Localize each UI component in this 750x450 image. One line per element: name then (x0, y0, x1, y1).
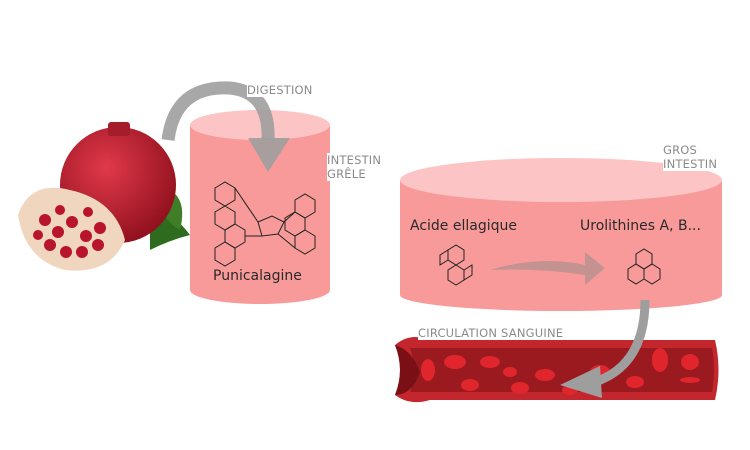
circulation-label: CIRCULATION SANGUINE (418, 326, 564, 340)
small-intestine-label-line2: GRÊLE (327, 167, 366, 181)
digestion-arrow (161, 81, 290, 172)
punicalagin-label: Punicalagine (213, 268, 302, 284)
ellagic-acid-label: Acide ellagique (410, 218, 517, 234)
large-intestine-cylinder (400, 158, 722, 311)
small-intestine-label-line1: INTESTIN (327, 153, 382, 167)
digestion-label: DIGESTION (247, 83, 313, 97)
small-intestine-label: INTESTIN GRÊLE (327, 153, 382, 181)
red-blood-cells (421, 348, 700, 395)
large-intestine-label-line1: GROS (663, 143, 698, 157)
urolithin-molecule (627, 248, 661, 285)
absorption-arrow (560, 299, 650, 398)
punicalagin-molecule (214, 181, 316, 267)
ellagic-acid-molecule (439, 244, 473, 286)
small-intestine-cylinder (190, 110, 330, 304)
pomegranate-image (18, 122, 190, 271)
conversion-arrow (490, 252, 605, 285)
large-intestine-label-line2: INTESTIN (663, 157, 718, 171)
large-intestine-label: GROS INTESTIN (663, 143, 718, 171)
blood-vessel (395, 336, 719, 403)
urolithins-label: Urolithines A, B... (580, 218, 701, 234)
